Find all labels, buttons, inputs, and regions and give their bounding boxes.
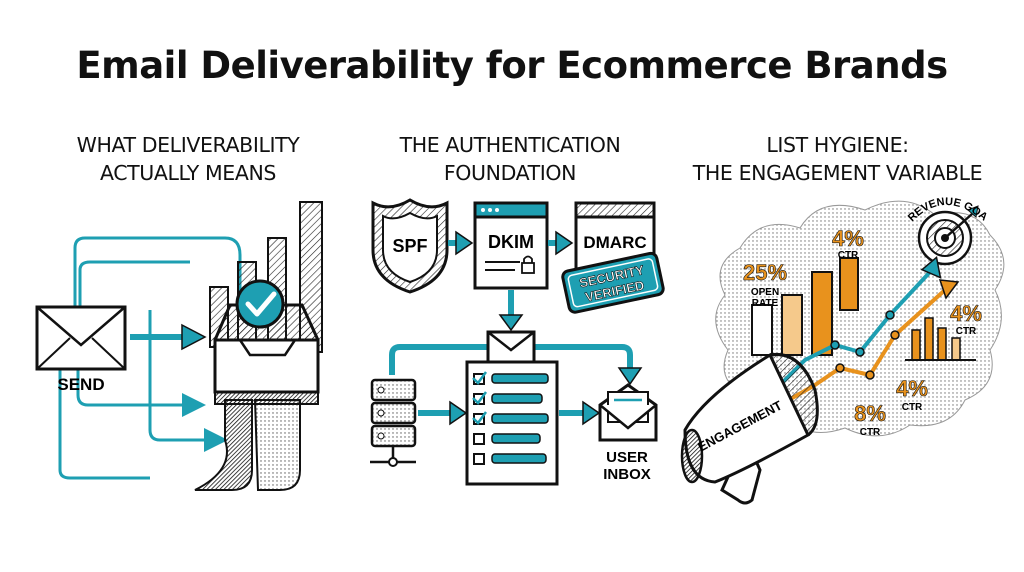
envelope-icon (486, 330, 536, 366)
heading-line: FOUNDATION (443, 161, 577, 185)
server-icon (370, 378, 417, 467)
stat-ctr-top-value: 4% (832, 226, 864, 251)
inbox-stand (194, 399, 253, 491)
stat-ctr-low-label: CTR (860, 427, 881, 438)
engagement-bars (751, 257, 976, 361)
checkmark-icon (235, 279, 285, 329)
megaphone-icon: ENGAGEMENT (680, 352, 819, 505)
dmarc-label: DMARC (583, 233, 646, 252)
section-heading-authentication: THE AUTHENTICATION FOUNDATION (350, 131, 670, 187)
stat-ctr-right-label: CTR (956, 326, 977, 337)
heading-line: WHAT DELIVERABILITY (76, 133, 300, 157)
stat-ctr-top-label: CTR (838, 250, 859, 261)
envelope-icon (35, 305, 127, 371)
stat-open-rate-label: RATE (752, 298, 779, 309)
stat-ctr-mid-label: CTR (902, 402, 923, 413)
inbox-label: INBOX (603, 466, 651, 483)
page-title: Email Deliverability for Ecommerce Brand… (76, 44, 948, 87)
heading-line: THE AUTHENTICATION (399, 133, 621, 157)
spf-label: SPF (392, 236, 427, 256)
dkim-window: DKIM (473, 201, 549, 290)
stat-open-rate-value: 25% (743, 260, 787, 285)
shield-icon: SPF (371, 198, 449, 294)
section-heading-deliverability: WHAT DELIVERABILITY ACTUALLY MEANS (28, 131, 348, 187)
routing-lines (58, 236, 242, 480)
dkim-label: DKIM (488, 232, 534, 252)
stat-ctr-mid-value: 4% (896, 376, 928, 401)
stat-ctr-low-value: 8% (854, 401, 886, 426)
stat-ctr-right-value: 4% (950, 301, 982, 326)
heading-line: LIST HYGIENE: (766, 133, 909, 157)
heading-line: THE ENGAGEMENT VARIABLE (692, 161, 983, 185)
section-heading-list-hygiene: LIST HYGIENE: THE ENGAGEMENT VARIABLE (665, 131, 1010, 187)
send-label: SEND (57, 375, 104, 394)
authentication-panel: SPF DKIM DMARC SECURIT (370, 198, 665, 486)
user-inbox-icon (598, 383, 658, 442)
lock-icon (521, 255, 535, 274)
stat-open-rate-label: OPEN (751, 287, 779, 298)
heading-line: ACTUALLY MEANS (99, 161, 277, 185)
target-icon (917, 205, 979, 266)
checklist-document (465, 360, 559, 486)
revenue-goal-label: REVENUE GOAL (0, 0, 990, 224)
deliverability-panel: SEND (35, 201, 323, 491)
inbox-label: USER (606, 449, 648, 466)
security-verified-stamp: SECURITY VERIFIED (561, 251, 665, 314)
